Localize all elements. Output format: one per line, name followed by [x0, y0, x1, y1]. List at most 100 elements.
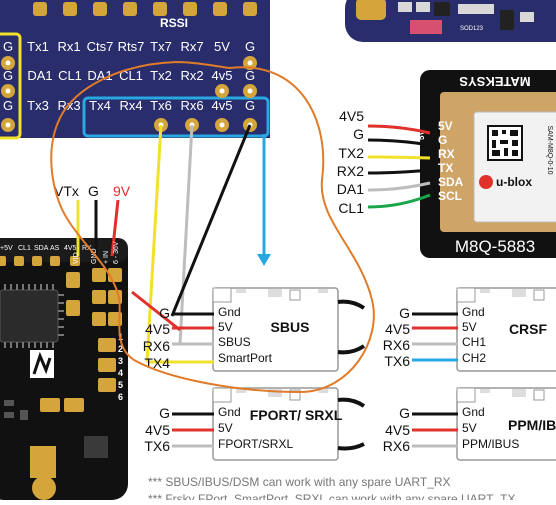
pad-label: Tx7 — [150, 39, 172, 54]
gps-pins: 5V G RX TX SDA SCL — [438, 119, 464, 203]
pads-top — [33, 2, 257, 16]
gps-module-text: SAM-M8Q-0-10 — [546, 125, 553, 174]
svg-text:RX: RX — [82, 245, 92, 252]
svg-text:6: 6 — [118, 392, 123, 402]
uart-left-frame — [0, 32, 22, 140]
gps-brand-top: MATEKSYS — [459, 74, 531, 89]
pad-label: Tx3 — [27, 98, 49, 113]
receiver-pin: FPORT/SRXL — [218, 437, 293, 451]
pad-label: Tx2 — [150, 68, 172, 83]
gps-pin: RX — [438, 147, 455, 161]
pad-label: Tx1 — [27, 39, 49, 54]
vtx-wires — [76, 199, 120, 257]
receiver-box — [212, 387, 339, 461]
svg-text:GND: GND — [91, 248, 98, 264]
receiver-wire-label: TX4 — [144, 355, 170, 371]
vtx-label: G — [88, 183, 99, 199]
receiver-pin: 5V — [218, 421, 233, 435]
wire-black — [170, 124, 252, 317]
receiver-wire-label: G — [399, 305, 410, 321]
qr-code — [487, 125, 523, 161]
antenna-connector — [30, 446, 56, 478]
vtx-board-text: VID GND + IN 6 - 36V — [73, 241, 120, 264]
pad-label: Tx4 — [89, 98, 111, 113]
fc-board-body — [0, 0, 270, 138]
svg-text:SDA: SDA — [34, 245, 49, 252]
receiver-pin: 5V — [462, 421, 477, 435]
receiver-pin: PPM/IBUS — [462, 437, 519, 451]
svg-text:+5V: +5V — [0, 245, 13, 252]
receiver-box — [456, 387, 556, 461]
pad-label: Cts7 — [87, 39, 114, 54]
svg-text:+ IN: + IN — [103, 251, 110, 264]
receiver-crsf: CRSF Gnd 5V CH1 CH2 G 4V5 RX6 TX6 — [383, 287, 556, 372]
fc-bot-row: G Tx3 Rx3 Tx4 Rx4 Tx6 Rx6 4v5 G — [3, 98, 255, 113]
svg-text:2: 2 — [118, 344, 123, 354]
receiver-wire-label: G — [159, 305, 170, 321]
arrow-down-icon — [257, 254, 271, 266]
gps-wire-label: G — [353, 126, 364, 142]
gps-wire-label: CL1 — [338, 200, 364, 216]
receiver-pin: CH1 — [462, 335, 486, 349]
pad-label: 4v5 — [212, 98, 233, 113]
wire-gray — [367, 181, 431, 192]
gps-pin: SDA — [438, 175, 464, 189]
fc-mcu — [0, 289, 59, 343]
receiver-pin: Gnd — [218, 305, 241, 319]
notes: *** SBUS/IBUS/DSM can work with any spar… — [148, 475, 515, 505]
receiver-wire-label: TX6 — [144, 438, 170, 454]
wire-gray — [178, 124, 194, 345]
svg-text:SOD123: SOD123 — [460, 26, 484, 32]
gps-wire-labels: 4V5 G TX2 RX2 DA1 CL1 — [337, 108, 364, 216]
receiver-pin: Gnd — [462, 305, 485, 319]
receiver-ppm: PPM/IBU Gnd 5V PPM/IBUS G 4V5 RX6 — [383, 387, 556, 461]
vtx-labels: VTx G 9V — [54, 183, 131, 199]
pad-label: G — [245, 68, 255, 83]
pad-label: DA1 — [27, 68, 52, 83]
receiver-pin: 5V — [462, 320, 477, 334]
pad-label: 5V — [214, 39, 230, 54]
pad-label: DA1 — [87, 68, 112, 83]
fc-top-row: G Tx1 Rx1 Cts7 Rts7 Tx7 Rx7 5V G — [3, 39, 255, 54]
receiver-title: CRSF — [509, 321, 548, 337]
svg-text:5: 5 — [118, 380, 123, 390]
gps-model: M8Q-5883 — [455, 237, 535, 256]
receiver-wire-label: 4V5 — [145, 321, 170, 337]
vtx-label: 9V — [113, 183, 131, 199]
wire-yellow — [367, 155, 431, 160]
pad-label: Rx1 — [57, 39, 80, 54]
receiver-sbus: SBUS Gnd 5V SBUS SmartPort G 4V5 RX6 TX4 — [131, 287, 366, 372]
receiver-wire-label: 4V5 — [385, 321, 410, 337]
wire-red — [367, 124, 431, 135]
svg-text:5V: 5V — [417, 130, 426, 140]
receiver-pin: Gnd — [462, 405, 485, 419]
ublox-logo — [479, 175, 493, 189]
pad-label: G — [245, 98, 255, 113]
pad-label: CL1 — [58, 68, 82, 83]
pad-label: Rx4 — [119, 98, 142, 113]
receiver-wire-label: RX6 — [143, 338, 170, 354]
receiver-pin: CH2 — [462, 351, 486, 365]
pad-label: G — [245, 39, 255, 54]
receiver-pin: 5V — [218, 320, 233, 334]
uart-highlight-frame — [82, 96, 270, 138]
svg-text:6 - 36V: 6 - 36V — [113, 241, 120, 264]
wire-yellow — [145, 124, 163, 363]
top-right-board: SOD123 — [345, 0, 556, 42]
receiver-fport: FPORT/ SRXL Gnd 5V FPORT/SRXL G 4V5 TX6 — [144, 387, 366, 461]
svg-text:4V5: 4V5 — [64, 245, 77, 252]
pad-label: Rts7 — [118, 39, 145, 54]
svg-text:3: 3 — [118, 356, 123, 366]
pad-label: 4v5 — [212, 68, 233, 83]
fc-main-board: +5V CL1 SDA AS 4V5 RX — [0, 238, 128, 500]
gps-pin: SCL — [438, 189, 462, 203]
svg-text:4: 4 — [118, 368, 123, 378]
pad-label: Tx6 — [150, 98, 172, 113]
note-line: *** Frsky FPort, SmartPort, SRXL can wor… — [148, 492, 515, 500]
gps-module: MATEKSYS M8Q-5883 u-blox SAM-M8Q-0-10 5V… — [417, 70, 556, 258]
receiver-pin: Gnd — [218, 405, 241, 419]
receiver-wire-label: TX6 — [384, 353, 410, 369]
receiver-wire-label: RX6 — [383, 438, 410, 454]
wire-black — [367, 138, 431, 147]
